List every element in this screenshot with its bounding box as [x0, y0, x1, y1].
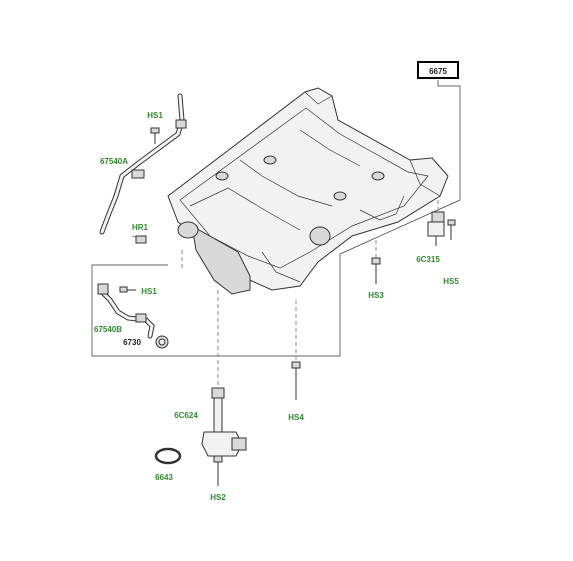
oring-6643[interactable]: [154, 447, 182, 465]
label-hs1-mid: HS1: [141, 287, 157, 296]
callout-frame: [91, 80, 461, 357]
label-hs3: HS3: [368, 291, 384, 300]
label-hs4: HS4: [288, 413, 304, 422]
main-part-label: 6675: [429, 67, 447, 76]
label-sensor-right: 6C315: [416, 255, 440, 264]
bolt-hs3[interactable]: [371, 257, 381, 284]
label-oring: 6643: [155, 473, 173, 482]
sensor-6c315[interactable]: [427, 211, 445, 246]
bolt-hs1-top[interactable]: [150, 127, 160, 144]
label-hs2: HS2: [210, 493, 226, 502]
hose-67540b[interactable]: [97, 283, 155, 339]
label-plug: 6730: [123, 338, 141, 347]
label-level-sensor: 6C624: [174, 411, 198, 420]
bolt-hs5[interactable]: [447, 219, 456, 240]
label-hose-upper: 67540A: [100, 157, 128, 166]
clip-hr1[interactable]: [135, 235, 147, 244]
label-hs5: HS5: [443, 277, 459, 286]
plug-6730[interactable]: [155, 335, 169, 349]
label-hose-lower: 67540B: [94, 325, 122, 334]
label-hr1: HR1: [132, 223, 149, 232]
main-part-label-box[interactable]: [417, 61, 459, 79]
hose-67540a[interactable]: [99, 93, 187, 235]
level-sensor-6c624[interactable]: [201, 387, 247, 457]
bolt-hs4[interactable]: [291, 361, 301, 400]
bolt-hs1-mid[interactable]: [119, 286, 136, 293]
oil-pan[interactable]: [167, 87, 449, 295]
label-hs1-top: HS1: [147, 111, 163, 120]
bolt-hs2[interactable]: [213, 455, 223, 486]
